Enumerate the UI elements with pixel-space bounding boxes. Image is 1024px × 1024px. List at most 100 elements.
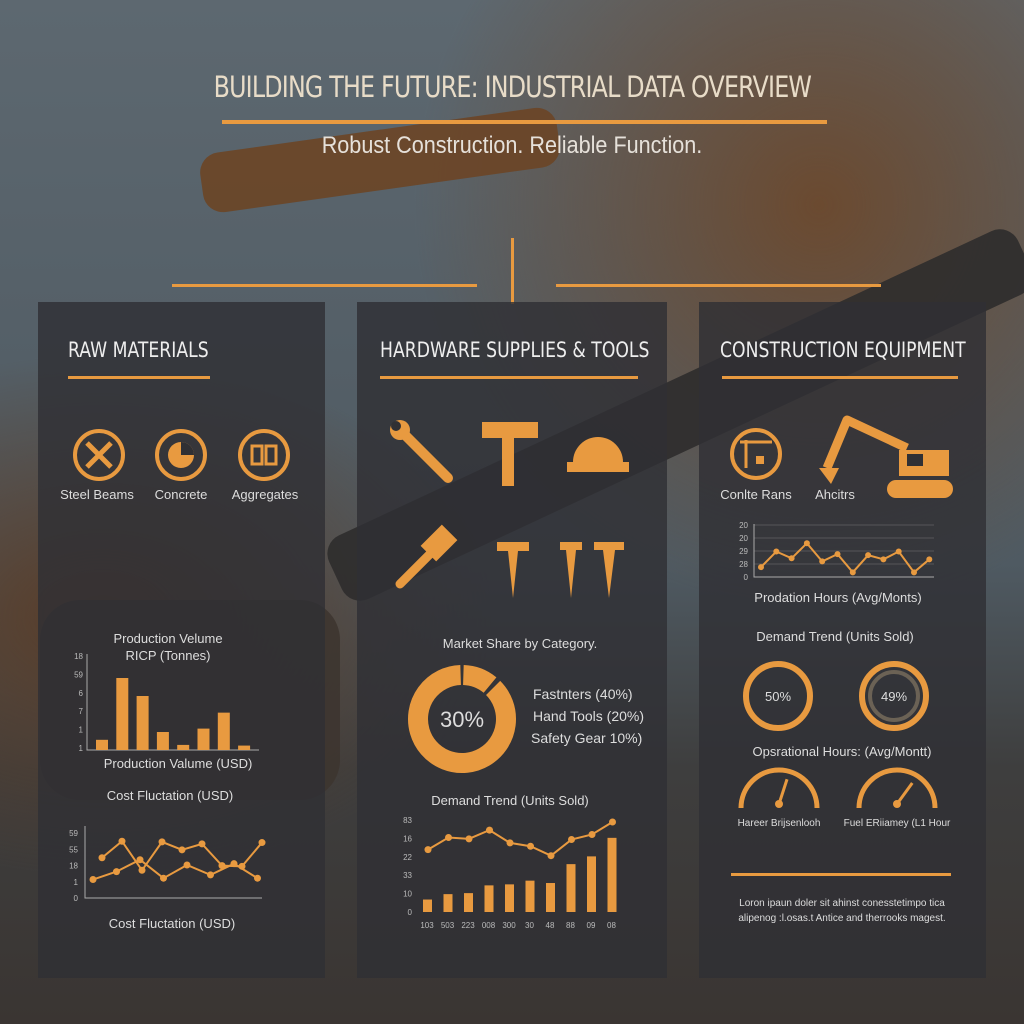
ring-label: 49%: [881, 689, 907, 704]
ring-gauge: [743, 661, 813, 731]
bar: [587, 856, 596, 912]
wrench-icon: [390, 420, 453, 483]
y-tick-label: 10: [403, 890, 412, 899]
y-tick-label: 1: [79, 744, 84, 753]
gauge-hub: [775, 800, 783, 808]
page-title: BUILDING THE FUTURE: INDUSTRIAL DATA OVE…: [213, 70, 811, 104]
data-point: [183, 861, 191, 869]
y-tick-label: 59: [74, 670, 83, 679]
data-point: [258, 839, 266, 847]
arrow-down: [511, 238, 514, 304]
data-point: [788, 555, 795, 562]
panel-title-hardware: HARDWARE SUPPLIES & TOOLS: [380, 338, 650, 362]
arrow-left: [172, 284, 477, 287]
data-point: [849, 569, 856, 576]
bar: [177, 744, 190, 750]
bar: [525, 880, 535, 912]
bar: [217, 712, 230, 750]
panel-raw-materials: [38, 302, 325, 978]
screw-icon: [560, 542, 624, 598]
x-tick-label: 30: [525, 921, 534, 930]
data-point: [834, 551, 841, 558]
data-point: [568, 836, 575, 844]
bar: [464, 893, 473, 912]
data-point: [230, 860, 238, 868]
footer-divider: [731, 873, 951, 876]
item-conlte-rans: Conlte Rans: [720, 487, 792, 502]
y-tick-label: 22: [403, 853, 412, 862]
donut-center-label: 30%: [440, 707, 484, 732]
gauge-needle: [777, 778, 789, 805]
bar: [136, 696, 149, 750]
axis: [84, 826, 262, 899]
bar: [505, 884, 514, 912]
chart-title: Production Velume RICP (Tonnes): [113, 631, 223, 663]
hammer-icon: [482, 422, 538, 486]
data-point: [445, 834, 452, 842]
item-aggregates: Aggregates: [231, 487, 299, 502]
bar: [566, 864, 576, 912]
data-point: [207, 871, 214, 879]
y-tick-label: 59: [69, 829, 78, 838]
gauge-needle: [895, 782, 914, 805]
gauge-label: Hareer Brijsenlooh: [737, 818, 821, 829]
excavator-icon: [819, 415, 953, 498]
panel-underline: [722, 376, 958, 379]
panel-title-equipment: CONSTRUCTION EQUIPMENT: [720, 338, 966, 362]
x-tick-label: 103: [420, 921, 434, 930]
y-tick-label: 18: [69, 862, 78, 871]
axis: [86, 654, 259, 751]
data-point: [895, 548, 902, 555]
bar: [96, 739, 108, 750]
y-tick-label: 55: [69, 845, 78, 854]
item-concrete: Concrete: [154, 487, 208, 502]
x-tick-label: 09: [587, 921, 596, 930]
x-tick-label: 08: [607, 921, 616, 930]
chart-title: Opsrational Hours: (Avg/Montt): [752, 744, 932, 759]
data-point: [158, 838, 166, 846]
data-point: [803, 540, 810, 547]
data-point: [609, 818, 616, 826]
y-tick-label: 83: [403, 816, 412, 825]
footer-text: Loron ipaun doler sit ahinst conesstetim…: [738, 898, 946, 924]
donut-segment: [462, 665, 497, 694]
bar: [607, 837, 617, 912]
gauge-label: Fuel ERiiamey (L1 Hour: [843, 818, 951, 829]
data-point: [218, 862, 226, 870]
panel-title-raw: RAW MATERIALS: [68, 338, 209, 362]
data-point: [865, 552, 872, 559]
data-point: [118, 837, 126, 845]
data-point: [547, 852, 555, 860]
data-point: [506, 839, 514, 847]
y-tick-label: 7: [79, 707, 84, 716]
data-point: [911, 569, 917, 576]
y-tick-label: 0: [408, 908, 413, 917]
data-point: [160, 874, 167, 882]
panel-equipment: [699, 302, 986, 978]
legend-item: Fastnters (40%): [533, 686, 633, 702]
panel-underline: [68, 376, 210, 379]
y-tick-label: 29: [739, 547, 748, 556]
data-point: [254, 874, 261, 882]
trend-line: [427, 821, 614, 857]
y-tick-label: 0: [74, 894, 79, 903]
data-point: [926, 556, 933, 563]
chart-xlabel: Prodation Hours (Avg/Monts): [754, 590, 922, 605]
x-tick-label: 300: [502, 921, 516, 930]
data-point: [758, 564, 764, 571]
ring-track: [868, 670, 920, 722]
panel-underline: [380, 376, 638, 379]
chart-xlabel: Cost Fluctation (USD): [108, 916, 236, 931]
chart-title: Market Share by Category.: [442, 636, 598, 651]
y-tick-label: 20: [739, 521, 748, 530]
axis: [753, 524, 934, 578]
legend-item: Safety Gear 10%): [531, 730, 643, 746]
x-tick-label: 223: [461, 921, 475, 930]
chart-title: Cost Fluctation (USD): [106, 788, 234, 803]
ring-label: 50%: [765, 689, 791, 704]
bar: [484, 885, 494, 912]
series-line: [760, 541, 930, 574]
data-point: [424, 846, 432, 854]
gauge-hub: [893, 800, 901, 808]
